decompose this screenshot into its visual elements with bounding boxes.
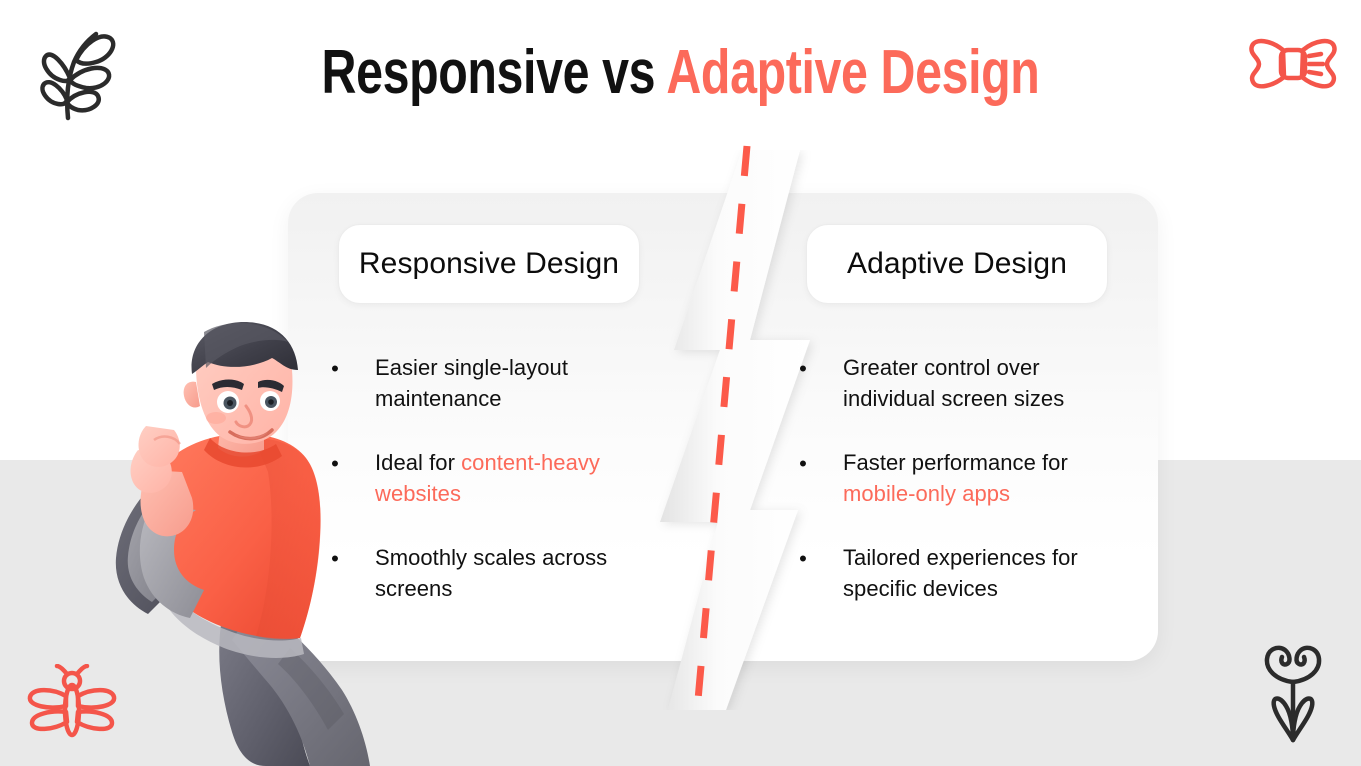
column-heading-responsive-label: Responsive Design (358, 247, 620, 280)
list-item: Greater control over individual screen s… (798, 352, 1098, 414)
bullet-dot-icon (798, 555, 808, 563)
flower-icon (1258, 644, 1328, 748)
column-heading-adaptive-label: Adaptive Design (847, 247, 1067, 280)
list-item: Faster performance for mobile-only apps (798, 447, 1098, 509)
list-item-lead: Tailored experiences for specific device… (843, 545, 1078, 601)
list-item-lead: Greater control over individual screen s… (843, 355, 1065, 411)
page-title-accent: Adaptive Design (666, 38, 1040, 107)
list-item-text: Tailored experiences for specific device… (843, 542, 1098, 604)
list-item-lead: Ideal for (375, 450, 462, 475)
list-item-text: Ideal for content-heavy websites (375, 447, 630, 509)
page-title-dark: Responsive vs (321, 38, 667, 107)
bullet-dot-icon (798, 365, 808, 373)
list-item-lead: Smoothly scales across screens (375, 545, 608, 601)
list-item-lead: Easier single-layout maintenance (375, 355, 568, 411)
column-heading-adaptive[interactable]: Adaptive Design (806, 224, 1108, 304)
list-item-lead: Faster performance for (843, 450, 1068, 475)
man-walking-illustration (104, 322, 424, 766)
list-item-accent: mobile-only apps (843, 481, 1011, 506)
column-heading-responsive[interactable]: Responsive Design (338, 224, 640, 304)
list-item: Ideal for content-heavy websites (330, 447, 630, 509)
page-title: Responsive vs Adaptive Design (150, 36, 1212, 110)
bullet-dot-icon (798, 460, 808, 468)
list-item-text: Faster performance for mobile-only apps (843, 447, 1098, 509)
butterfly-icon (26, 664, 118, 740)
list-item: Tailored experiences for specific device… (798, 542, 1098, 604)
bullet-list-responsive: Easier single-layout maintenance Ideal f… (330, 352, 630, 637)
list-item-text: Greater control over individual screen s… (843, 352, 1098, 414)
list-item-text: Smoothly scales across screens (375, 542, 630, 604)
bow-icon (1247, 30, 1339, 98)
list-item-text: Easier single-layout maintenance (375, 352, 630, 414)
list-item: Easier single-layout maintenance (330, 352, 630, 414)
list-item: Smoothly scales across screens (330, 542, 630, 604)
bullet-list-adaptive: Greater control over individual screen s… (798, 352, 1098, 637)
leaf-branch-icon (30, 26, 118, 122)
list-item-accent: content-heavy websites (375, 450, 600, 506)
